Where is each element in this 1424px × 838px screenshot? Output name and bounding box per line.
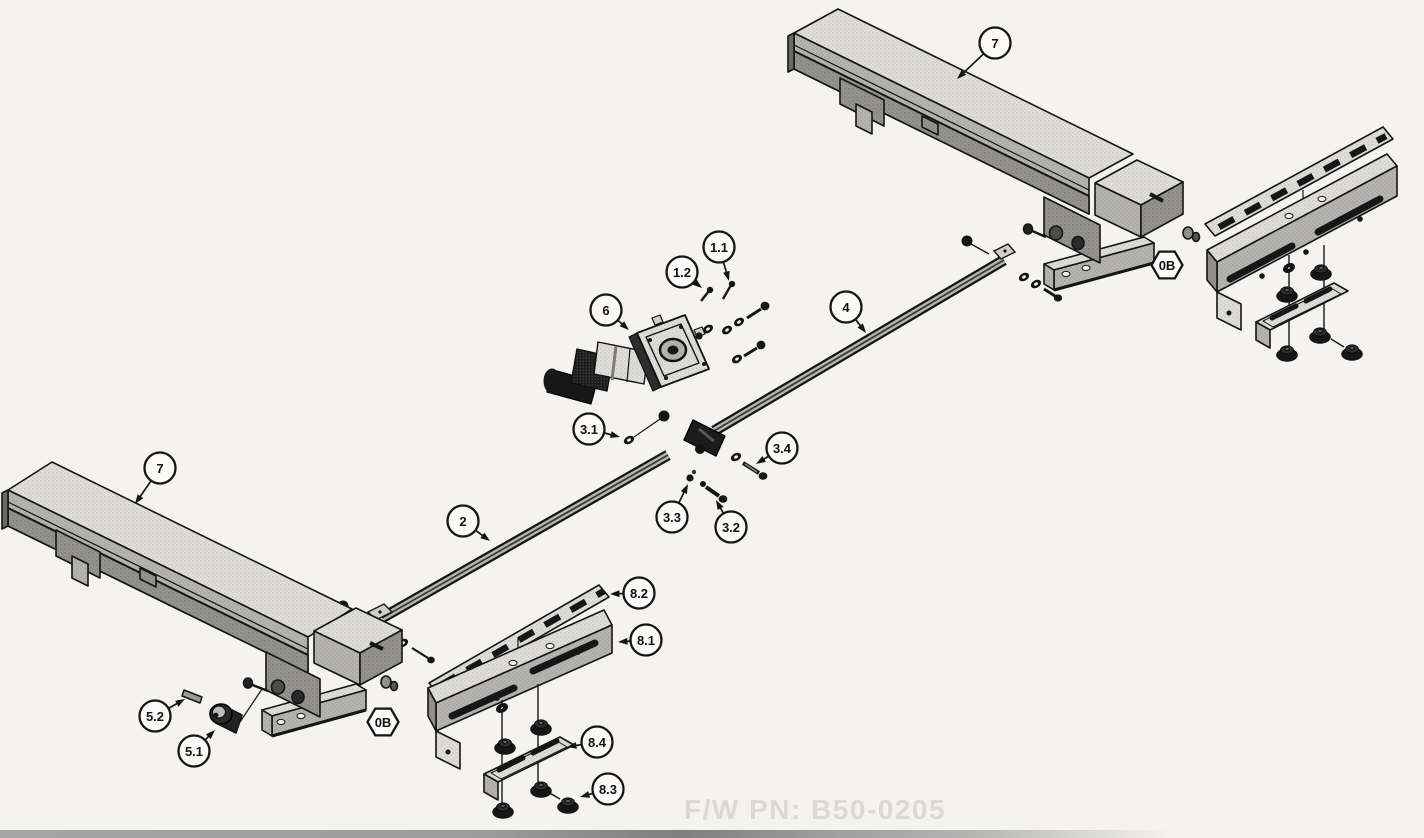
callout-label: 7 [156,461,163,476]
drive-rod-lower [337,450,671,664]
flange-nut [492,801,514,819]
callout-label: 2 [459,514,466,529]
bolt-3-4 [758,472,768,480]
ball-stud [961,235,973,247]
flange-nut [494,737,516,755]
callout-3-2: 3.2 [714,500,748,544]
callout-label: 5.2 [146,709,164,724]
callout-label: 3.1 [580,422,598,437]
callout-7: 7 [135,451,177,504]
motor-mounting-screws [695,280,770,366]
callout-5-2: 5.2 [138,699,185,733]
callout-balloon [1150,250,1184,280]
gearmotor [543,314,710,405]
watermark-text: F/W PN: B50-0205 [684,794,947,825]
callout-label: 6 [602,303,609,318]
callout-label: 5.1 [185,744,203,759]
scan-edge-bar [0,830,1220,838]
nut-8-3 [557,796,579,814]
stud-3-3 [686,474,694,482]
callout-balloon [591,772,625,806]
flange-nut [1341,343,1363,361]
callout-label: 8.3 [599,782,617,797]
flange-nut [1276,344,1298,362]
callout-0b: 0B [1150,250,1184,280]
callout-balloon [629,623,663,657]
callout-balloon [446,504,480,538]
callout-2: 2 [446,504,490,541]
flange-nut [1309,326,1331,344]
mounting-bracket-assembly-right [1204,126,1398,362]
callout-layer: 7 0B 1.1 1.2 6 4 3.1 3.4 3.3 3.2 2 8.2 8.1 8.4 8.3 7 5.2… [135,26,1184,806]
callout-label: 8.1 [637,633,655,648]
callout-balloon [177,734,211,768]
drive-rod-upper [711,235,1063,436]
callout-balloon [702,230,736,264]
rail-beam-bottom-left [1,461,403,738]
callout-3-4: 3.4 [756,431,799,465]
pin-5-2 [181,689,203,704]
flange-nut [530,718,552,736]
callout-8-2: 8.2 [610,576,656,610]
bolt-3-2 [718,495,728,503]
flange-nut [1310,263,1332,281]
callout-balloon [978,26,1012,60]
callout-balloon [572,412,606,446]
callout-label: 7 [991,36,998,51]
callout-balloon [580,725,614,759]
callout-label: 3.2 [722,520,740,535]
flange-nut [1276,285,1298,303]
callout-balloon [829,290,863,324]
rod-coupler-group [622,410,768,503]
callout-8-3: 8.3 [580,772,625,806]
callout-3-3: 3.3 [655,484,689,534]
screw-1-2 [706,286,714,294]
ball-stud-3-1 [658,410,670,422]
callout-balloon [714,510,748,544]
screw-1-1 [728,280,736,288]
callout-label: 8.4 [588,735,607,750]
mounting-bracket-assembly-bottom [427,584,613,819]
callout-balloon [138,699,172,733]
callout-balloon [665,255,699,289]
callout-balloon [143,451,177,485]
flange-nut [530,780,552,798]
callout-7: 7 [957,26,1012,79]
callout-8-4: 8.4 [567,725,614,759]
callout-balloon [366,707,400,737]
coupler [683,419,726,457]
callout-balloon [589,293,623,327]
callout-1-2: 1.2 [665,255,702,289]
callout-label: 4 [842,300,850,315]
callout-balloon [655,500,689,534]
callout-4: 4 [829,290,866,333]
callout-balloon [622,576,656,610]
callout-label: 1.1 [710,240,728,255]
callout-8-1: 8.1 [618,623,663,657]
callout-label: 0B [375,715,392,730]
callout-label: 3.4 [773,441,792,456]
callout-label: 0B [1159,258,1176,273]
callout-label: 1.2 [673,265,691,280]
callout-label: 3.3 [663,510,681,525]
rail-beam-top-right [787,8,1201,292]
callout-0b: 0B [366,707,400,737]
callout-5-1: 5.1 [177,730,215,768]
callout-label: 8.2 [630,586,648,601]
callout-3-1: 3.1 [572,412,620,446]
callout-balloon [765,431,799,465]
callout-6: 6 [589,293,629,330]
callout-1-1: 1.1 [702,230,736,281]
